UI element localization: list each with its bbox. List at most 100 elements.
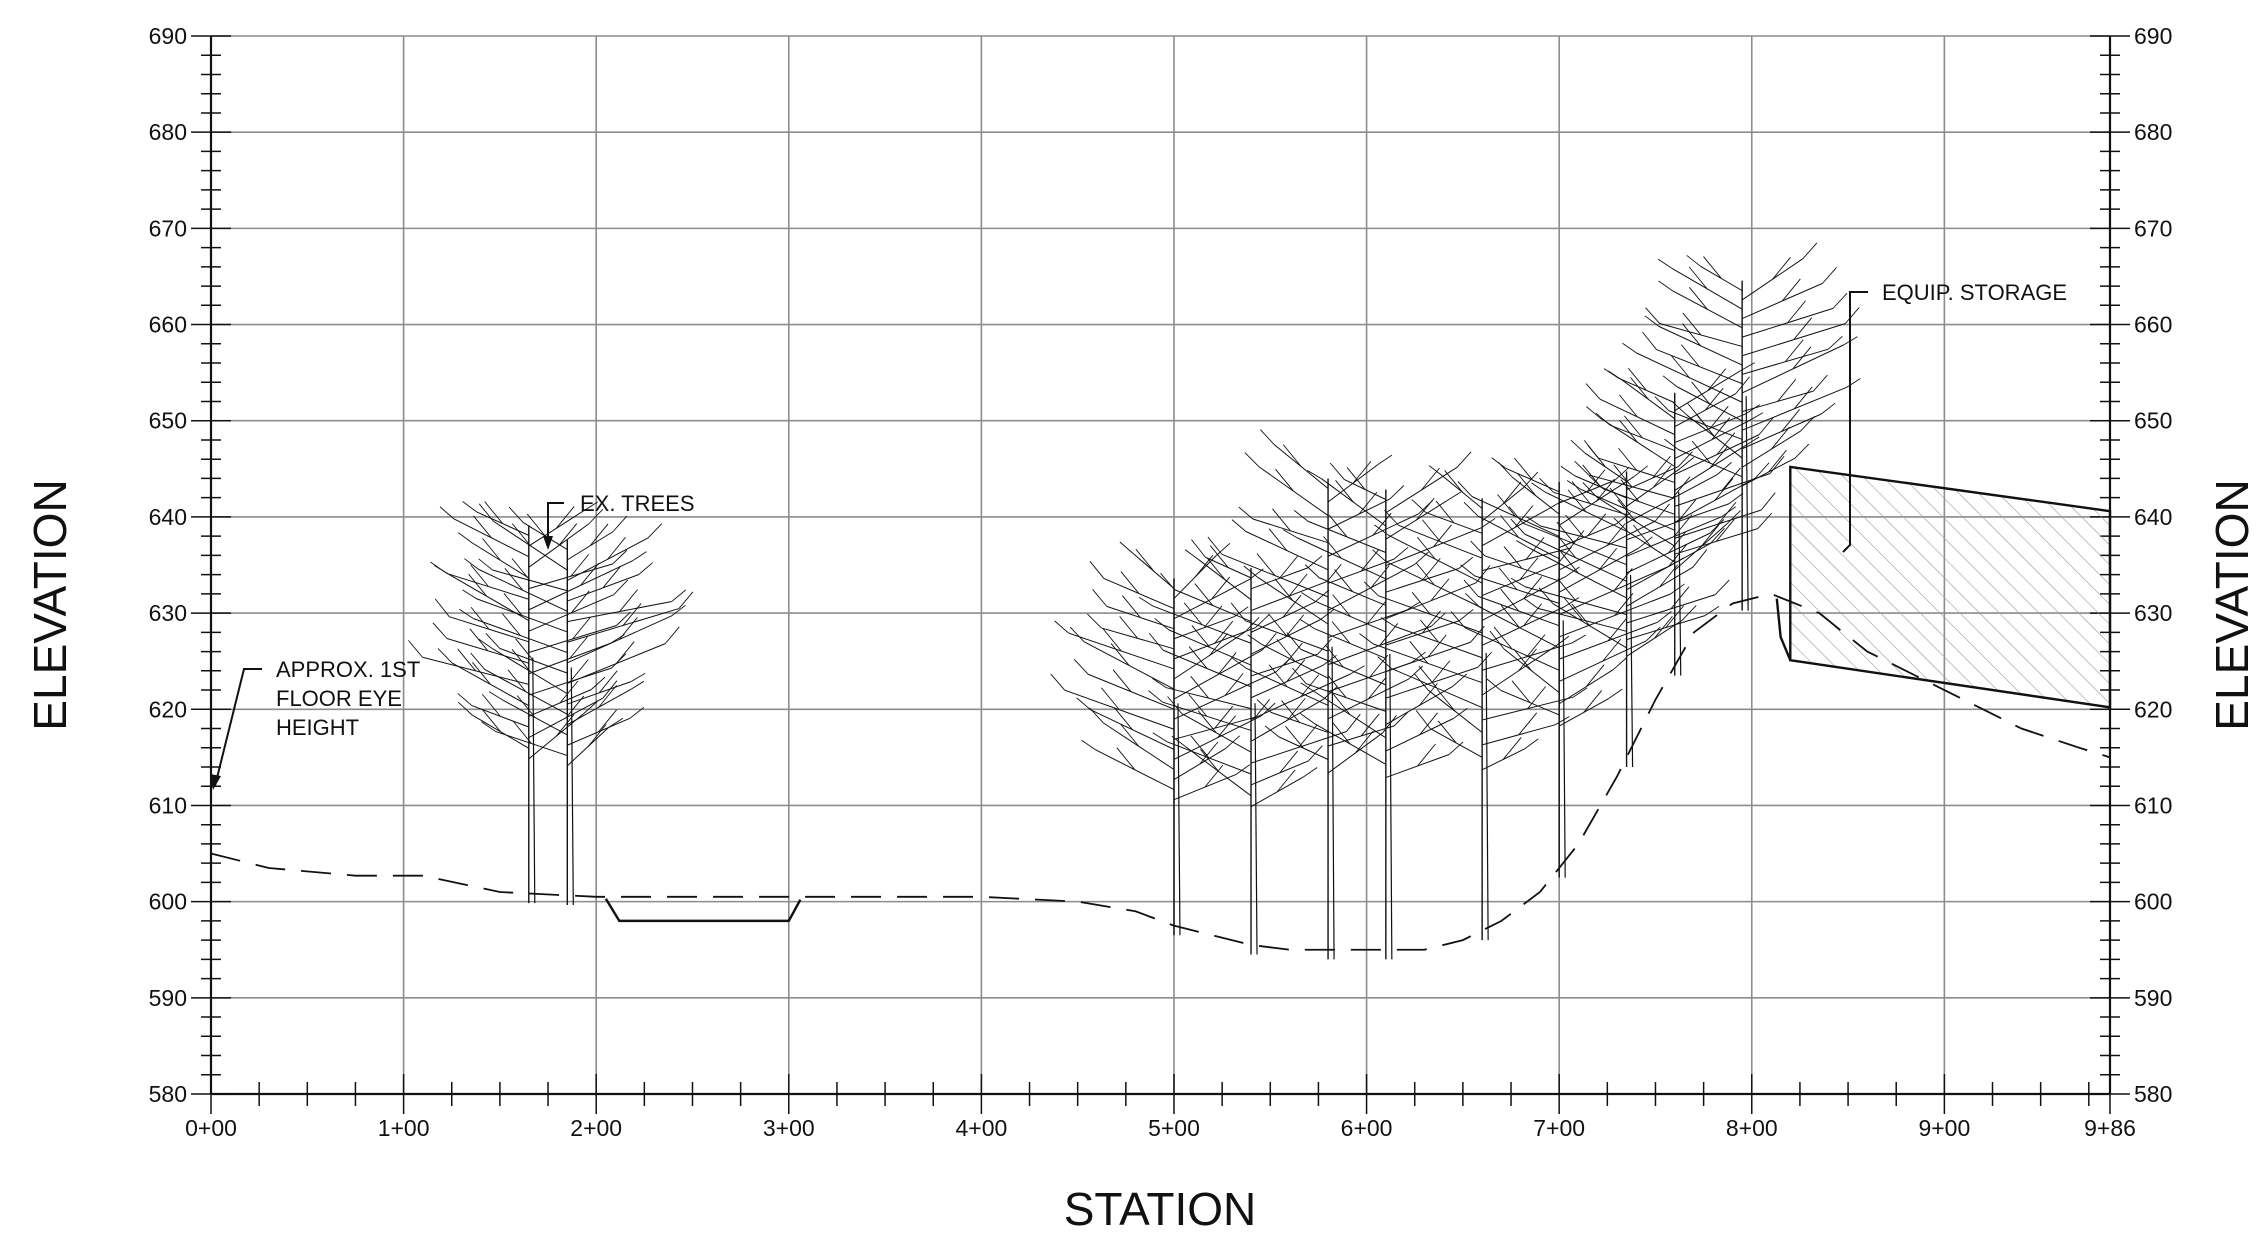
tree-twig bbox=[1670, 355, 1690, 378]
tree-twig bbox=[1191, 625, 1211, 648]
tree-twig bbox=[1300, 619, 1315, 629]
tree-twig bbox=[1411, 592, 1431, 615]
tree-twig bbox=[1787, 300, 1806, 324]
tree-twig bbox=[630, 672, 646, 682]
tree-twig bbox=[1557, 578, 1577, 601]
tree-twig bbox=[1167, 696, 1182, 714]
tree-twig bbox=[569, 636, 589, 659]
tree-branch bbox=[1558, 593, 1671, 638]
tree-twig bbox=[1560, 551, 1579, 574]
tree-twig bbox=[1188, 693, 1208, 717]
tree-branch bbox=[472, 542, 530, 579]
tree-twig bbox=[458, 532, 473, 544]
tree-twig bbox=[1322, 655, 1337, 666]
tree-twig bbox=[1570, 439, 1586, 454]
tree-twig bbox=[1138, 596, 1154, 607]
tree-twig bbox=[1667, 530, 1687, 554]
tree-twig bbox=[1556, 521, 1576, 545]
tree-twig bbox=[1307, 555, 1323, 569]
tree-twig bbox=[1276, 769, 1296, 793]
tree-twig bbox=[1630, 377, 1649, 400]
tree-twig bbox=[1329, 462, 1345, 480]
tree-twig bbox=[503, 593, 523, 616]
tree-twig bbox=[1433, 524, 1452, 548]
tree-twig bbox=[1696, 414, 1715, 437]
tree-branch bbox=[1327, 498, 1391, 530]
tree-twig bbox=[470, 652, 486, 670]
y-tick-label-right: 600 bbox=[2134, 889, 2172, 915]
y-tick-label-right: 650 bbox=[2134, 408, 2172, 434]
tree-twig bbox=[1458, 609, 1474, 622]
y-tick-label-right: 690 bbox=[2134, 23, 2172, 49]
x-tick-label: 5+00 bbox=[1148, 1115, 1200, 1141]
existing-trees bbox=[408, 242, 1861, 960]
tree-twig bbox=[1703, 256, 1722, 279]
tree-twig bbox=[1620, 479, 1640, 502]
tree-twig bbox=[612, 515, 628, 533]
tree-twig bbox=[1645, 307, 1660, 324]
tree-twig bbox=[1668, 544, 1687, 567]
tree-twig bbox=[671, 604, 686, 617]
tree-twig bbox=[478, 558, 493, 571]
tree-twig bbox=[1609, 487, 1629, 511]
tree-twig bbox=[485, 633, 501, 649]
y-tick-label-right: 680 bbox=[2134, 119, 2172, 145]
tree-branch bbox=[1558, 520, 1656, 571]
tree-branch bbox=[1464, 627, 1560, 671]
tree-twig bbox=[1518, 712, 1538, 736]
tree-branch bbox=[1250, 698, 1324, 742]
tree-twig bbox=[1691, 440, 1711, 464]
tree-twig bbox=[1608, 688, 1623, 700]
tree bbox=[1508, 439, 1744, 767]
tree-twig bbox=[430, 561, 445, 573]
tree-twig bbox=[1832, 293, 1848, 309]
tree-twig bbox=[516, 695, 536, 718]
tree-twig bbox=[1393, 546, 1409, 560]
tree-twig bbox=[1526, 516, 1541, 527]
y-tick-label-right: 610 bbox=[2134, 792, 2172, 818]
tree-twig bbox=[1358, 491, 1378, 515]
tree-twig bbox=[1822, 267, 1837, 284]
tree-twig bbox=[1331, 721, 1351, 745]
tree-twig bbox=[1554, 635, 1570, 648]
tree-twig bbox=[632, 551, 647, 562]
tree-trunk bbox=[1562, 620, 1566, 878]
tree-twig bbox=[1800, 415, 1815, 432]
eye-height-arrowhead bbox=[210, 774, 221, 790]
tree-twig bbox=[1793, 317, 1813, 340]
tree-twig bbox=[1247, 634, 1262, 645]
tree-twig bbox=[1204, 764, 1224, 788]
tree-twig bbox=[439, 506, 455, 520]
tree-twig bbox=[1382, 715, 1397, 734]
tree-twig bbox=[638, 562, 653, 575]
tree-twig bbox=[1619, 394, 1638, 418]
tree-twig bbox=[1510, 518, 1526, 535]
tree-twig bbox=[1523, 603, 1542, 627]
tree-twig bbox=[1844, 307, 1860, 324]
y-tick-label-left: 650 bbox=[149, 408, 187, 434]
tree-twig bbox=[1654, 396, 1670, 412]
tree-twig bbox=[1700, 524, 1719, 548]
tree-twig bbox=[513, 721, 532, 744]
tree-twig bbox=[1714, 478, 1734, 501]
tree-twig bbox=[1812, 374, 1828, 392]
tree-branch bbox=[1162, 701, 1252, 731]
tree-twig bbox=[1274, 578, 1294, 601]
tree-twig bbox=[1411, 499, 1427, 513]
tree-twig bbox=[1794, 443, 1810, 459]
tree-twig bbox=[1572, 687, 1588, 698]
tree-twig bbox=[434, 598, 450, 617]
tree-twig bbox=[1422, 610, 1441, 634]
tree-twig bbox=[1518, 648, 1537, 672]
y-tick-label-left: 600 bbox=[149, 889, 187, 915]
tree-twig bbox=[1470, 540, 1486, 557]
tree-twig bbox=[1613, 517, 1629, 533]
y-tick-label-left: 670 bbox=[149, 215, 187, 241]
tree-twig bbox=[1771, 426, 1790, 450]
tree-twig bbox=[1754, 462, 1770, 479]
tree-twig bbox=[1256, 699, 1272, 713]
tree-twig bbox=[1366, 601, 1386, 625]
tree-twig bbox=[1525, 537, 1545, 560]
tree-twig bbox=[1582, 482, 1598, 498]
